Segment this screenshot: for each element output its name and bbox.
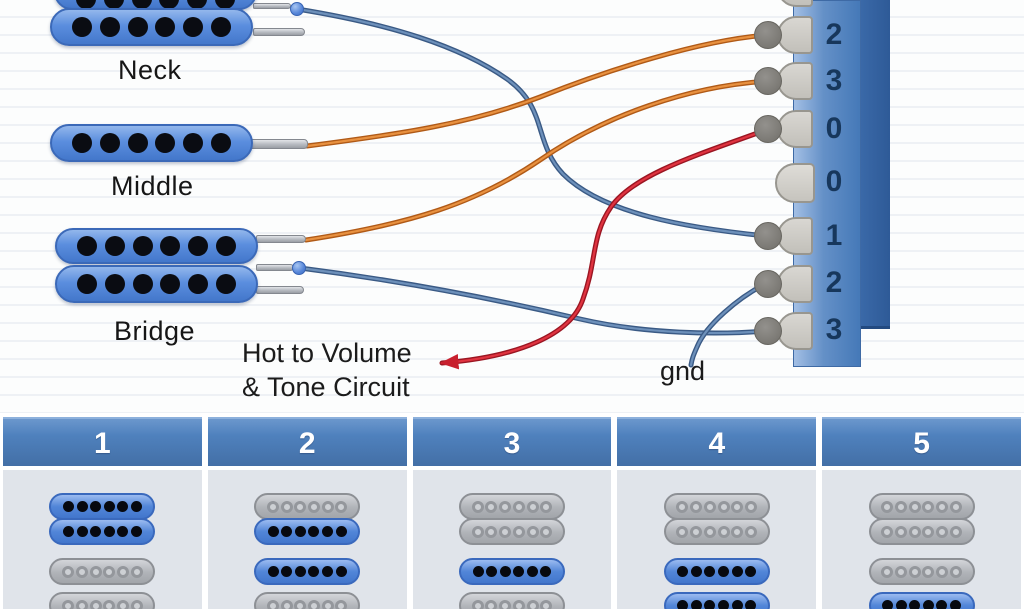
mini-humbucker bbox=[663, 493, 770, 545]
position-header-4: 4 bbox=[617, 417, 817, 466]
mini-neck-coil bbox=[458, 592, 565, 609]
position-header-5: 5 bbox=[822, 417, 1021, 466]
position-cell-3 bbox=[412, 470, 612, 609]
hot-annotation: Hot to Volume & Tone Circuit bbox=[242, 336, 412, 404]
switch-terminal-label: 3 bbox=[825, 313, 843, 346]
position-cell-1 bbox=[3, 470, 202, 609]
solder-blob bbox=[754, 21, 782, 49]
wire-bridgetop-to-terminal3-top bbox=[303, 78, 771, 243]
switch-terminal-label: 0 bbox=[825, 112, 843, 145]
mini-middle-coil bbox=[868, 558, 975, 585]
switch-terminal-lug-2-top bbox=[777, 16, 813, 54]
switch-terminal-label: 0 bbox=[825, 165, 843, 198]
mini-coil bbox=[663, 518, 770, 545]
neck-coil-bottom bbox=[50, 8, 253, 46]
mini-middle-coil bbox=[49, 558, 156, 585]
switch-terminal-label: 2 bbox=[825, 18, 843, 51]
bridge-coil-bottom bbox=[55, 265, 258, 303]
wire-terminal2-to-gnd bbox=[688, 281, 768, 368]
mini-middle-coil bbox=[458, 558, 565, 585]
solder-blob bbox=[754, 222, 782, 250]
switch-terminal-lug-cropped bbox=[777, 0, 813, 7]
neck-lead-top bbox=[253, 3, 291, 9]
solder-blob bbox=[754, 270, 782, 298]
wire-middle-to-terminal2-top bbox=[304, 32, 771, 149]
solder-blob bbox=[754, 317, 782, 345]
position-header-2: 2 bbox=[207, 417, 407, 466]
position-cell-2 bbox=[207, 470, 407, 609]
mini-coil bbox=[458, 518, 565, 545]
mini-middle-coil bbox=[663, 558, 770, 585]
switch-terminal-label: 2 bbox=[825, 266, 843, 299]
position-table-header: 1 2 3 4 5 bbox=[3, 417, 1021, 466]
mini-coil bbox=[49, 493, 156, 520]
position-cell-5 bbox=[822, 470, 1021, 609]
switch-terminal-lug-2-bottom bbox=[777, 265, 813, 303]
mini-neck-coil bbox=[49, 592, 156, 609]
switch-terminal-lug-3-top bbox=[777, 62, 813, 100]
middle-coil bbox=[50, 124, 253, 162]
hot-annotation-line1: Hot to Volume bbox=[242, 338, 412, 368]
mini-coil bbox=[458, 493, 565, 520]
switch-body-side bbox=[861, 0, 890, 329]
mini-coil bbox=[868, 493, 975, 520]
mini-coil bbox=[49, 518, 156, 545]
switch-terminal-lug-3-bottom bbox=[777, 312, 813, 350]
position-header-1: 1 bbox=[3, 417, 202, 466]
mini-humbucker bbox=[49, 493, 156, 545]
mini-coil bbox=[254, 518, 361, 545]
mini-middle-coil bbox=[254, 558, 361, 585]
solder-blob bbox=[754, 67, 782, 95]
mini-neck-coil bbox=[254, 592, 361, 609]
mini-humbucker bbox=[868, 493, 975, 545]
wire-bridge-to-terminal3-bottom bbox=[297, 265, 769, 336]
switch-terminal-label: 1 bbox=[825, 219, 843, 252]
position-table-body bbox=[3, 470, 1021, 609]
switch-terminal-lug-0-bottom-unwired bbox=[775, 163, 815, 203]
bridge-coil-top bbox=[55, 228, 258, 264]
switch-terminal-label: 3 bbox=[825, 64, 843, 97]
middle-label: Middle bbox=[111, 171, 194, 201]
switch-terminal-lug-1-bottom bbox=[777, 217, 813, 255]
neck-label: Neck bbox=[118, 55, 182, 85]
mini-coil bbox=[868, 518, 975, 545]
mini-coil bbox=[663, 493, 770, 520]
bridge-label: Bridge bbox=[114, 316, 196, 346]
gnd-label: gnd bbox=[660, 356, 706, 386]
position-header-3: 3 bbox=[412, 417, 612, 466]
mini-neck-coil bbox=[663, 592, 770, 609]
mini-coil bbox=[254, 493, 361, 520]
bridge-lead-bottom bbox=[256, 286, 304, 294]
position-cell-4 bbox=[617, 470, 817, 609]
mini-neck-coil bbox=[868, 592, 975, 609]
solder-blob bbox=[754, 115, 782, 143]
middle-lead bbox=[250, 139, 308, 149]
bridge-lead-top bbox=[256, 235, 306, 243]
hot-annotation-line2: & Tone Circuit bbox=[242, 372, 410, 402]
bridge-wire-ball bbox=[292, 261, 306, 275]
wire-hot-red bbox=[439, 127, 769, 370]
neck-lead-bottom bbox=[253, 28, 305, 36]
bridge-lead-middle bbox=[256, 264, 294, 271]
wire-neck-to-terminal1 bbox=[294, 6, 769, 239]
mini-humbucker bbox=[254, 493, 361, 545]
pickup-position-table: 1 2 3 4 5 bbox=[0, 413, 1024, 609]
neck-wire-ball bbox=[290, 2, 304, 16]
mini-humbucker bbox=[458, 493, 565, 545]
switch-terminal-lug-0-top bbox=[777, 110, 813, 148]
